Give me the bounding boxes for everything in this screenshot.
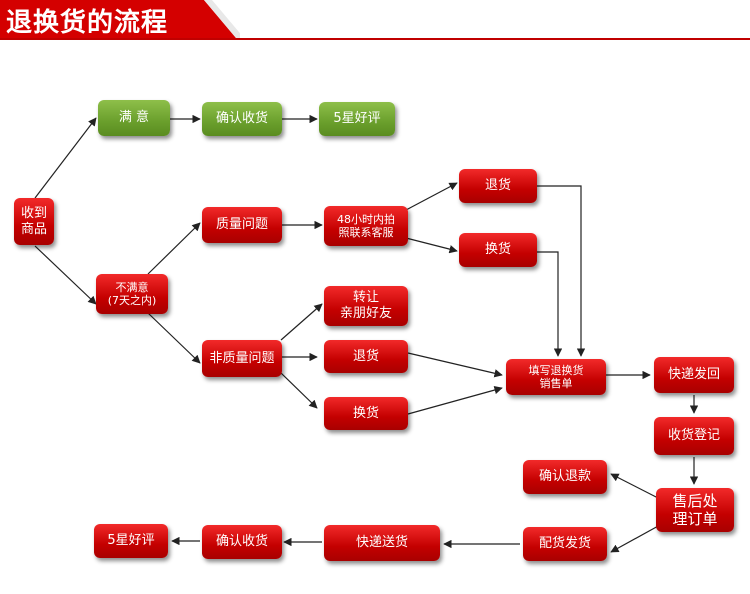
- node-contact-service-48h: 48小时内拍 照联系客服: [324, 206, 408, 246]
- node-dispatch-goods: 配货发货: [523, 527, 607, 561]
- arrow-nonquality-exchange: [280, 372, 318, 409]
- node-quality-issue: 质量问题: [202, 207, 282, 243]
- arrow-receive-unsatisfied: [34, 245, 97, 305]
- node-transfer-friends: 转让 亲朋好友: [324, 286, 408, 326]
- node-exchange-top: 换货: [459, 233, 537, 267]
- arrow-exchange-fillform: [537, 251, 563, 357]
- node-confirm-refund: 确认退款: [523, 460, 607, 494]
- arrow-contact-exchange: [405, 237, 458, 254]
- header-divider: [0, 38, 750, 40]
- arrow-contact-return: [405, 182, 458, 211]
- node-five-star-bottom: 5星好评: [94, 524, 168, 558]
- header-banner: 退换货的流程: [0, 0, 244, 40]
- arrow-unsatisfied-quality: [147, 222, 201, 275]
- node-unsatisfied: 不满意 (7天之内): [96, 274, 168, 314]
- node-receive-goods: 收到 商品: [14, 198, 54, 245]
- arrow-aftersales-dispatch: [610, 524, 661, 553]
- node-express-delivery: 快递送货: [324, 525, 440, 561]
- arrow-nonquality-transfer: [280, 303, 323, 341]
- node-after-sales-order: 售后处 理订单: [656, 488, 734, 532]
- node-five-star-top: 5星好评: [319, 102, 395, 136]
- arrow-return-fillform: [537, 185, 586, 357]
- page-title: 退换货的流程: [6, 8, 169, 38]
- node-fill-return-form: 填写退换货 销售单: [506, 359, 606, 395]
- arrow-returnmid-fillform: [407, 352, 503, 378]
- node-return-top: 退货: [459, 169, 537, 203]
- node-confirm-receipt-bottom: 确认收货: [202, 525, 282, 559]
- arrow-unsatisfied-nonquality: [147, 312, 201, 364]
- arrow-aftersales-refund: [610, 473, 661, 500]
- arrow-exchangemid-fillform: [407, 385, 503, 415]
- node-satisfied: 满 意: [98, 100, 170, 136]
- node-non-quality-issue: 非质量问题: [202, 340, 282, 377]
- node-express-return: 快递发回: [654, 357, 734, 393]
- arrow-receive-satisfied: [34, 117, 97, 199]
- node-return-mid: 退货: [324, 340, 408, 373]
- node-confirm-receipt-top: 确认收货: [202, 102, 282, 136]
- node-exchange-mid: 换货: [324, 397, 408, 430]
- header-background: [0, 0, 244, 38]
- node-receipt-register: 收货登记: [654, 417, 734, 455]
